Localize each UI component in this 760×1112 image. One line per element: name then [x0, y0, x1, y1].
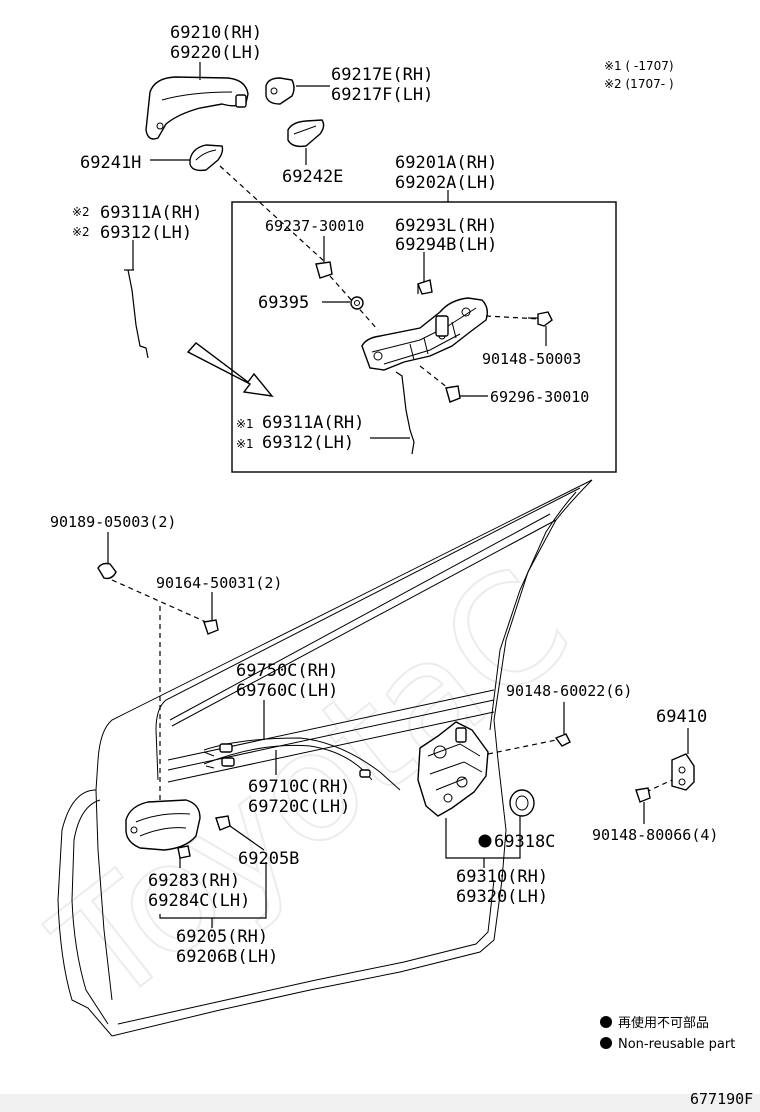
label-69220: 69220(LH): [170, 43, 262, 63]
label-69206b: 69206B(LH): [176, 947, 278, 967]
handle-cap-69217e: [265, 77, 295, 105]
label-69205b: 69205B: [238, 849, 299, 869]
label-69710c: 69710C(RH): [248, 777, 350, 797]
label-69760c: 69760C(LH): [236, 681, 338, 701]
screw-69205b: [215, 815, 265, 851]
label-90148-80066: 90148-80066(4): [592, 826, 718, 844]
outside-handle-69210: [145, 76, 249, 140]
label-69750c: 69750C(RH): [236, 661, 338, 681]
label-69217e: 69217E(RH): [331, 65, 433, 85]
legend-dot-1: [600, 1016, 612, 1028]
label-69410: 69410: [656, 707, 707, 727]
label-69318c: 69318C: [494, 832, 555, 852]
screw-69296: [445, 385, 488, 403]
label-69294b: 69294B(LH): [395, 235, 497, 255]
bolt-69237: [315, 236, 333, 279]
assembly-box: [231, 201, 617, 473]
label-69217f: 69217F(LH): [331, 85, 433, 105]
label-69320: 69320(LH): [456, 887, 548, 907]
reference-code: 677190F: [690, 1090, 753, 1108]
label-90164: 90164-50031(2): [156, 574, 282, 592]
label-69205: 69205(RH): [176, 927, 268, 947]
label-69202a: 69202A(LH): [395, 173, 497, 193]
screw-90164: [203, 592, 219, 635]
label-69311a-box: 69311A(RH): [262, 413, 364, 433]
label-69210: 69210(RH): [170, 23, 262, 43]
label-69283: 69283(RH): [148, 871, 240, 891]
gasket-69241h: [189, 144, 224, 172]
label-69310: 69310(RH): [456, 867, 548, 887]
mark-69312-box: ※1: [236, 437, 254, 451]
label-90148-60022: 90148-60022(6): [506, 682, 632, 700]
label-69395: 69395: [258, 293, 309, 313]
label-69312-box: 69312(LH): [262, 433, 354, 453]
legend-line-1: 再使用不可部品: [618, 1015, 709, 1031]
non-reusable-dot-69318c: [478, 834, 492, 848]
label-69293l: 69293L(RH): [395, 216, 497, 236]
label-90148-50003: 90148-50003: [482, 350, 581, 368]
cap-69283: [177, 845, 191, 859]
label-69720c: 69720C(LH): [248, 797, 350, 817]
note-1: ※1 ( -1707): [604, 59, 674, 73]
ring-69318c: [509, 789, 535, 817]
rod-69311a-box: [395, 371, 415, 455]
striker-69410: [671, 728, 695, 791]
label-69312-top: 69312(LH): [100, 223, 192, 243]
label-69311a-top: 69311A(RH): [100, 203, 202, 223]
rod-69311a-top: [124, 269, 149, 359]
screw-90148-50003: [528, 311, 553, 346]
label-69237: 69237-30010: [265, 217, 364, 235]
bushing-69395: [350, 296, 364, 310]
clip-69293l: [417, 252, 433, 295]
screw-90148-60022: [554, 702, 571, 747]
mark-69312-top: ※2: [72, 225, 90, 239]
clip-90189: [97, 532, 117, 580]
door-panel: [57, 479, 593, 1037]
cables-69750c: [203, 737, 401, 791]
note-2: ※2 (1707- ): [604, 77, 674, 91]
label-69242e: 69242E: [282, 167, 343, 187]
pad-69242e: [287, 119, 325, 148]
mark-69311a-box: ※1: [236, 417, 254, 431]
label-69241h: 69241H: [80, 153, 141, 173]
inside-handle-69205: [125, 799, 201, 851]
label-90189: 90189-05003(2): [50, 513, 176, 531]
label-69296: 69296-30010: [490, 388, 589, 406]
legend-line-2: Non-reusable part: [618, 1037, 735, 1052]
label-69284c: 69284C(LH): [148, 891, 250, 911]
frame-assembly-69201a: [361, 297, 489, 371]
direction-arrow: [186, 342, 274, 397]
label-69201a: 69201A(RH): [395, 153, 497, 173]
mark-69311a-top: ※2: [72, 205, 90, 219]
screw-90148-80066: [635, 787, 651, 824]
legend-dot-2: [600, 1037, 612, 1049]
footer-bar: [0, 1094, 760, 1112]
lock-assembly-69310: [417, 721, 489, 817]
